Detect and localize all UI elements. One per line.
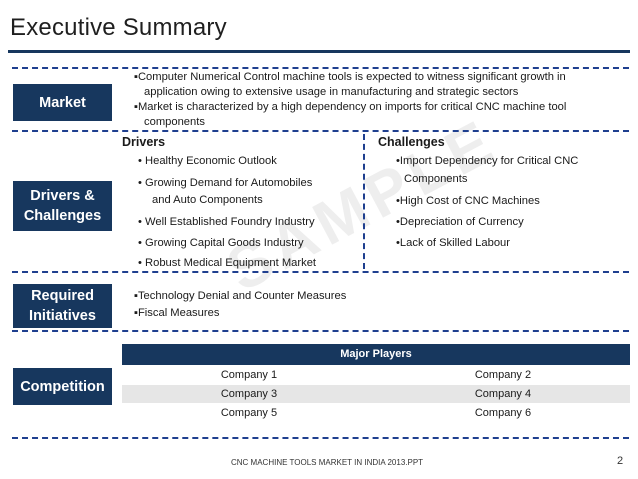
market-point-2-line-1: ▪Market is characterized by a high depen… <box>134 101 567 113</box>
label-drivers-challenges: Drivers & Challenges <box>13 181 112 231</box>
major-players-table: Major Players Company 1 Company 2 Compan… <box>122 344 630 422</box>
table-row: Company 1 Company 2 <box>122 364 630 384</box>
driver-item: • Growing Capital Goods Industry <box>138 237 304 249</box>
market-point-2-line-2: components <box>144 116 205 128</box>
label-drivers-line-2: Challenges <box>23 208 102 224</box>
table-row: Company 3 Company 4 <box>122 383 630 403</box>
label-market: Market <box>13 84 112 121</box>
challenge-item: •Lack of Skilled Labour <box>396 237 510 249</box>
driver-item-continued: and Auto Components <box>152 194 263 206</box>
challenge-item-continued: Components <box>404 173 468 185</box>
label-drivers-line-1: Drivers & <box>30 188 95 204</box>
separator-drivers-challenges <box>363 134 365 269</box>
initiative-item: ▪Technology Denial and Counter Measures <box>134 290 347 302</box>
label-initiatives-line-1: Required <box>31 288 94 304</box>
market-point-1-line-1: ▪Computer Numerical Control machine tool… <box>134 71 566 83</box>
separator-top <box>12 67 629 69</box>
table-cell: Company 1 <box>122 364 376 384</box>
table-cell: Company 5 <box>122 402 376 422</box>
market-point-1-line-2: application owing to extensive usage in … <box>144 86 519 98</box>
separator-bottom <box>12 437 629 439</box>
drivers-heading: Drivers <box>122 135 166 149</box>
table-cell: Company 6 <box>376 402 630 422</box>
separator-drivers <box>12 271 629 273</box>
table-cell: Company 4 <box>376 383 630 403</box>
table-cell: Company 2 <box>376 364 630 384</box>
label-competition: Competition <box>13 368 112 405</box>
label-initiatives-line-2: Initiatives <box>29 308 96 324</box>
challenges-heading: Challenges <box>378 135 445 149</box>
separator-market <box>12 130 629 132</box>
label-market-text: Market <box>39 94 86 111</box>
driver-item: • Well Established Foundry Industry <box>138 216 315 228</box>
footer-text: CNC MACHINE TOOLS MARKET IN INDIA 2013.P… <box>231 458 424 467</box>
label-required-initiatives: Required Initiatives <box>13 284 112 328</box>
page-number: 2 <box>617 455 624 467</box>
driver-item: • Growing Demand for Automobiles <box>138 177 313 189</box>
driver-item: • Healthy Economic Outlook <box>138 155 277 167</box>
table-header: Major Players <box>122 344 630 365</box>
title-rule <box>8 50 630 53</box>
table-row: Company 5 Company 6 <box>122 402 630 422</box>
table-cell: Company 3 <box>122 383 376 403</box>
label-competition-text: Competition <box>20 378 105 395</box>
challenge-item: •Depreciation of Currency <box>396 216 524 228</box>
driver-item: • Robust Medical Equipment Market <box>138 257 317 269</box>
page-title: Executive Summary <box>10 14 227 41</box>
separator-initiatives <box>12 330 629 332</box>
challenge-item: •High Cost of CNC Machines <box>396 195 540 207</box>
challenge-item: •Import Dependency for Critical CNC <box>396 155 579 167</box>
initiative-item: ▪Fiscal Measures <box>134 307 220 319</box>
